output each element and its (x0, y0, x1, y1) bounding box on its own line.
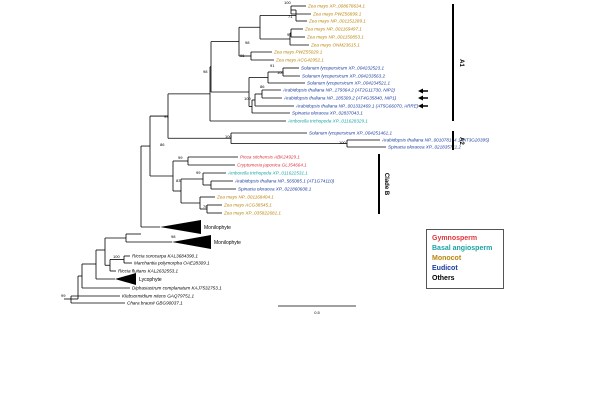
taxon-label: Zea mays NP_001169497.1 (304, 27, 362, 32)
clade-label: A2 (458, 137, 464, 145)
scale-bar-label: 0.5 (314, 310, 320, 315)
taxon-label: Diphasiastrum complanatum KAJ7532753.1 (132, 286, 222, 291)
clade-label: A1 (458, 59, 464, 67)
bootstrap-value: 99 (61, 293, 66, 298)
taxon-label: Spinacia oleracea XP_02837043.1 (292, 111, 363, 116)
taxon-label: Spinacia oleracea XP_021860608.1 (238, 187, 312, 192)
taxon-label: Solanum lycopersicum XP_004232523.1 (301, 66, 384, 71)
bootstrap-value: 98 (171, 234, 176, 239)
legend-entry: Monocot (432, 255, 462, 262)
bootstrap-value: 86 (260, 84, 265, 89)
clade-label: Clade B (383, 173, 389, 196)
taxon-label: Arabidopsis thaliana NP_185309.2 (AT4G35… (283, 96, 397, 101)
taxon-label: Arabidopsis thaliana NP_001078194.1 (AT3… (381, 138, 490, 143)
taxon-label: Klebsormidium nitens GAQ79751.1 (122, 294, 194, 299)
taxon-label: Riccia sorocarpa KAL3684390.1 (132, 254, 198, 259)
arrow-left-icon (418, 88, 428, 94)
taxon-label: Riccia fluitans KAL2632553.1 (118, 269, 178, 274)
legend-entry: Basal angiosperm (432, 245, 493, 252)
bootstrap-value: 98 (245, 40, 250, 45)
legend-entry: Others (432, 275, 455, 282)
collapsed-clade-label: Lycophyte (139, 277, 162, 283)
taxon-label: Solanum lycopersicum XP_004233563.2 (302, 74, 385, 79)
taxon-label: Zea mays ONM23615.1 (310, 43, 360, 48)
taxon-label: Arabidopsis thaliana NP_565085.1 (AT1G74… (234, 179, 335, 184)
bootstrap-value: 71 (288, 14, 293, 19)
taxon-label: Amborella trichopoda XP_011628329.1 (287, 119, 368, 124)
bootstrap-value: 99 (196, 170, 201, 175)
bootstrap-value: 98 (203, 69, 208, 74)
bootstrap-value: 100 (277, 70, 284, 75)
collapsed-clade-label: Monilophyte (204, 225, 231, 231)
legend-entry: Eudicot (432, 265, 458, 272)
bootstrap-value: 99 (164, 114, 169, 119)
taxon-label: Zea mays ACG42952.1 (275, 58, 324, 63)
bootstrap-value: 100 (113, 254, 120, 259)
bootstrap-value: 91 (270, 63, 275, 68)
taxon-label: Zea mays XP_035822681.1 (223, 211, 281, 216)
taxon-label: Zea mays PWZ55029.1 (273, 50, 323, 55)
bootstrap-value: 100 (339, 140, 346, 145)
taxon-label: Picea sitchensis ABK24929.1 (240, 155, 300, 160)
arrow-left-icon (418, 95, 428, 101)
taxon-label: Chara braunii GBG90037.1 (127, 301, 183, 306)
taxon-label: Zea mays NP_001150853.1 (306, 35, 364, 40)
collapsed-clade-label: Monilophyte (214, 240, 241, 246)
collapsed-clade-triangle (172, 235, 211, 249)
taxon-label: Solanum lycopersicum XP_004251461.1 (309, 131, 392, 136)
collapsed-clade-triangle (115, 273, 136, 285)
bootstrap-value: 100 (225, 134, 232, 139)
legend-entry: Gymnosperm (432, 235, 478, 242)
taxon-label: Zea mays ACG38545.1 (223, 203, 272, 208)
bootstrap-value: 86 (160, 142, 165, 147)
taxon-label: Zea mays NP_001168404.1 (216, 195, 274, 200)
taxon-label: Zea mays NP_001151289.1 (308, 19, 366, 24)
taxon-label: Zea mays PWZ56899.1 (312, 12, 362, 17)
bootstrap-value: 100 (284, 0, 291, 5)
bootstrap-value: 83 (176, 178, 181, 183)
taxon-label: Cryptomeria japonica GLJ54664.1 (237, 163, 307, 168)
arrow-left-icon (418, 103, 428, 109)
taxon-label: Arabidopsis thaliana NP_179364.2 (AT2G11… (282, 88, 395, 93)
collapsed-clade-triangle (160, 220, 201, 234)
bootstrap-value: 100 (244, 96, 251, 101)
taxon-label: Arabidopsis thaliana NP_001332469.1 (AT5… (295, 104, 419, 109)
taxon-label: Amborella trichopoda XP_011622531.1 (227, 171, 308, 176)
bootstrap-value: 96 (240, 53, 245, 58)
taxon-label: Solanum lycopersicum XP_004234521.1 (307, 81, 390, 86)
bootstrap-value: 99 (178, 155, 183, 160)
taxon-label: Zea mays XP_008678634.1 (307, 4, 365, 9)
bootstrap-value: 76 (203, 204, 208, 209)
taxon-label: Spinacia oleracea XP_021835711.2 (388, 145, 461, 150)
taxon-label: Marchantia polymorpha OAE28309.1 (134, 261, 210, 266)
bootstrap-value: 90 (287, 32, 292, 37)
